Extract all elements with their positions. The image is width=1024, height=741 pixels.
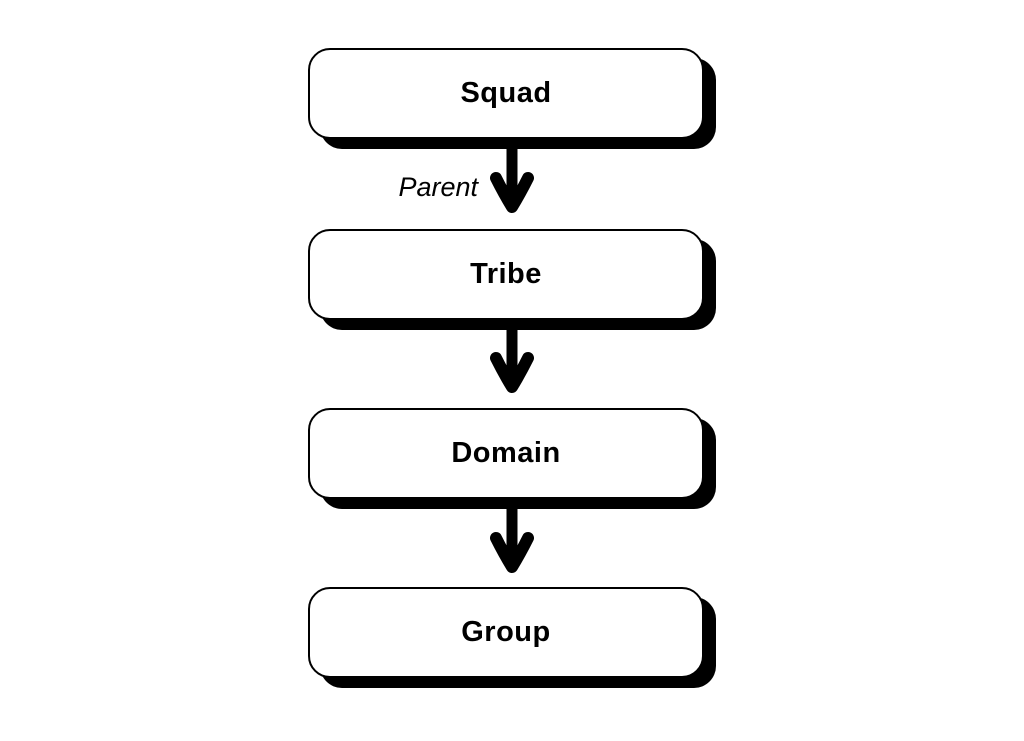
node-tribe: Tribe [308, 229, 704, 320]
node-group: Group [308, 587, 704, 678]
node-squad: Squad [308, 48, 704, 139]
arrow-down-icon [490, 138, 534, 222]
arrow-down-icon [490, 498, 534, 582]
node-domain: Domain [308, 408, 704, 499]
edge-label-parent: Parent [398, 172, 478, 202]
arrow-down-icon [490, 318, 534, 402]
